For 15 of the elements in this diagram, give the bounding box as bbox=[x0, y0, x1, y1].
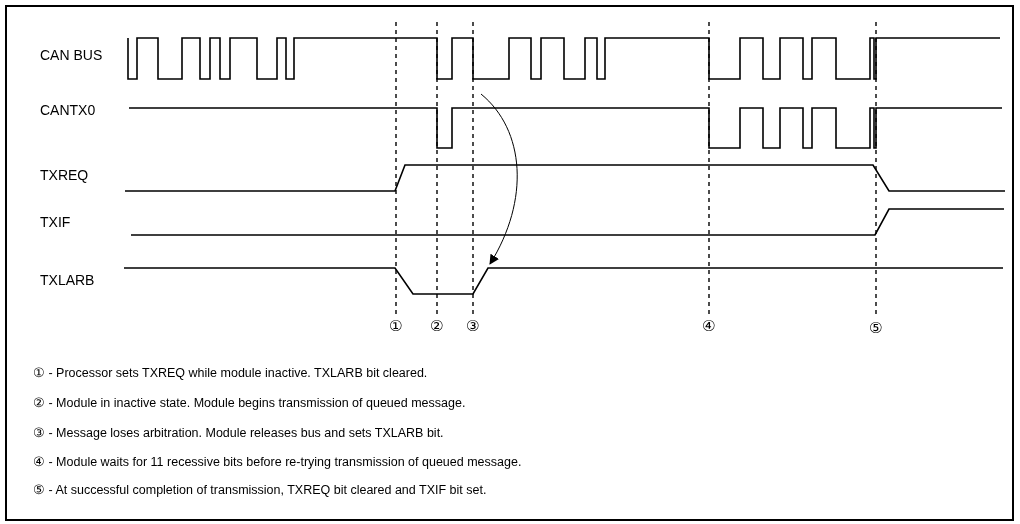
callout-number: ① bbox=[389, 318, 403, 334]
callout-number: ⑤ bbox=[869, 320, 883, 336]
note-text: ④ - Module waits for 11 recessive bits before re-trying transmission of queued message. bbox=[33, 455, 522, 470]
callout-number: ③ bbox=[466, 318, 480, 334]
note-text: ⑤ - At successful completion of transmission, TXREQ bit cleared and TXIF bit set. bbox=[33, 483, 487, 498]
signal-name: TXIF bbox=[40, 214, 71, 230]
callout-number: ② bbox=[430, 318, 444, 334]
note-text: ③ - Message loses arbitration. Module releases bus and sets TXLARB bit. bbox=[33, 426, 444, 441]
signal-name: TXREQ bbox=[40, 167, 89, 183]
signal-name: TXLARB bbox=[40, 272, 95, 288]
note-text: ② - Module in inactive state. Module begins transmission of queued message. bbox=[33, 396, 466, 411]
signal-name: CAN BUS bbox=[40, 47, 103, 63]
callout-number: ④ bbox=[702, 318, 716, 334]
note-text: ① - Processor sets TXREQ while module inactive. TXLARB bit cleared. bbox=[33, 366, 428, 381]
signal-name: CANTX0 bbox=[40, 102, 96, 118]
